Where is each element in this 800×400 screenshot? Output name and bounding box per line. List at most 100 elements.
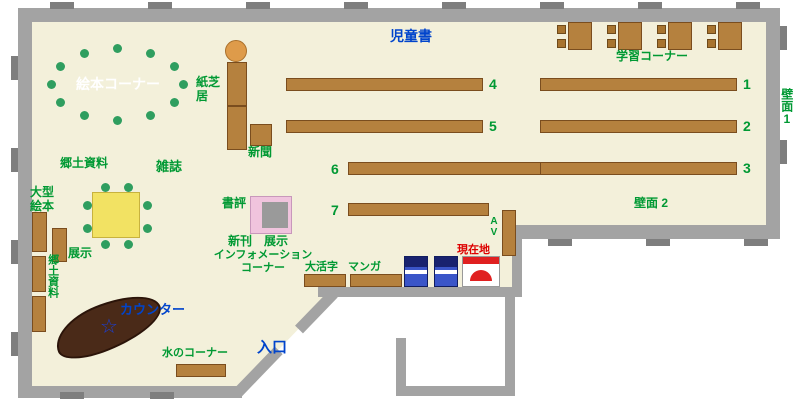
seat-dot	[80, 49, 89, 58]
seat-dot	[146, 49, 155, 58]
seat-dot	[170, 98, 179, 107]
seat-dot	[47, 80, 56, 89]
pillar	[736, 2, 760, 9]
wall-left	[18, 8, 32, 398]
opac-terminal	[404, 256, 428, 287]
label-childrens-books: 児童書	[390, 28, 432, 44]
seat-dot	[170, 62, 179, 71]
wall-right-bottom	[512, 225, 780, 239]
study-chair	[557, 39, 566, 48]
label-local-materials-upper: 郷土資料	[60, 156, 109, 170]
shelf-number-4: 4	[489, 76, 497, 92]
chair-dot	[124, 240, 133, 249]
terminal-screen	[435, 257, 457, 267]
label-study-corner: 学習コーナー	[616, 49, 689, 63]
label-new-arrivals: 新刊	[228, 234, 253, 248]
chair-dot	[101, 183, 110, 192]
current-location-board	[462, 256, 500, 287]
study-chair	[657, 25, 666, 34]
label-magazines: 雑誌	[156, 159, 183, 174]
large-picturebook-shelf	[32, 212, 47, 252]
terminal-screen	[405, 257, 427, 267]
study-desk	[668, 22, 692, 50]
label-local-materials-side: 郷土資料	[46, 254, 59, 298]
av-shelf	[502, 210, 516, 256]
shelf-number-3: 3	[743, 160, 751, 176]
display-stand	[262, 202, 288, 228]
new-arrivals-display	[250, 196, 292, 234]
wall-bottom-left	[18, 386, 242, 398]
label-wall-2: 壁面 2	[634, 196, 669, 210]
wall-lobby-left	[396, 338, 406, 396]
pillar	[11, 148, 18, 172]
shelf-number-2: 2	[743, 118, 751, 134]
shelf-number-1: 1	[743, 76, 751, 92]
label-counter: カウンター	[120, 302, 186, 317]
chair-dot	[101, 240, 110, 249]
chair-dot	[83, 201, 92, 210]
study-desk	[718, 22, 742, 50]
study-chair	[607, 39, 616, 48]
pillar	[442, 2, 466, 9]
seat-dot	[56, 62, 65, 71]
label-av: AV	[488, 216, 500, 238]
wall-lobby-bottom	[396, 386, 515, 396]
label-book-review: 書評	[222, 196, 247, 210]
seat-dot	[113, 116, 122, 125]
local-materials-shelf	[32, 296, 46, 332]
shelf-5	[286, 120, 483, 133]
shelf-7	[348, 203, 489, 216]
pillar	[11, 332, 18, 356]
study-chair	[707, 39, 716, 48]
label-manga: マンガ	[348, 261, 381, 273]
terminal-tray	[405, 270, 427, 274]
wall-top	[22, 8, 780, 22]
study-chair	[607, 25, 616, 34]
study-desk	[618, 22, 642, 50]
wall-mid-vertical	[512, 225, 522, 297]
seat-dot	[179, 80, 188, 89]
label-large-print: 大活字	[305, 261, 338, 273]
seat-dot	[80, 111, 89, 120]
study-chair	[707, 25, 716, 34]
chair-dot	[143, 224, 152, 233]
round-table	[225, 40, 247, 62]
pillar	[540, 2, 564, 9]
opac-terminal	[434, 256, 458, 287]
star-icon: ☆	[100, 316, 118, 338]
pillar	[246, 2, 270, 9]
kamishibai-shelf	[227, 62, 247, 106]
label-newspaper: 新聞	[248, 145, 273, 159]
pillar	[50, 2, 74, 9]
seat-dot	[146, 111, 155, 120]
wall-right	[766, 8, 780, 239]
wall-bottom-center	[318, 287, 522, 297]
pillar	[548, 239, 572, 246]
seat-dot	[113, 44, 122, 53]
shelf-2	[540, 120, 737, 133]
chair-dot	[124, 183, 133, 192]
pillar	[780, 26, 787, 50]
pillar	[344, 2, 368, 9]
shelf-1	[540, 78, 737, 91]
large-print-shelf	[304, 274, 346, 287]
study-desk	[568, 22, 592, 50]
wall-lobby-right	[505, 297, 515, 396]
label-picture-book-corner: 絵本コーナー	[76, 76, 160, 92]
study-chair	[557, 25, 566, 34]
pillar	[11, 240, 18, 264]
kamishibai-shelf	[227, 106, 247, 150]
pillar	[744, 239, 768, 246]
water-corner-shelf	[176, 364, 226, 377]
terminal-tray	[435, 270, 457, 274]
pillar	[148, 2, 172, 9]
shelf-number-5: 5	[489, 118, 497, 134]
board-mark	[470, 270, 492, 281]
newspaper-shelf	[250, 124, 272, 146]
label-entrance: 入口	[257, 339, 288, 356]
board-stripe	[463, 257, 499, 264]
label-display-left: 展示	[68, 246, 93, 260]
pillar	[150, 392, 174, 399]
label-current-location: 現在地	[457, 244, 490, 256]
